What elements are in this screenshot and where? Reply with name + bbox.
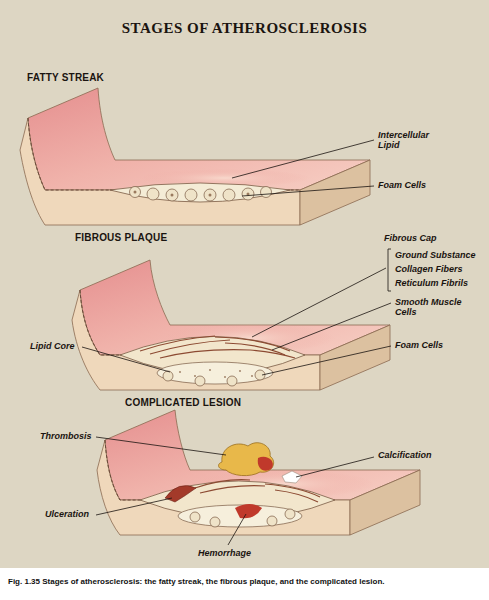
part-label: Calcification xyxy=(378,450,432,460)
stage-heading: COMPLICATED LESION xyxy=(125,397,241,409)
stage-heading: FATTY STREAK xyxy=(27,72,104,84)
part-label: Smooth Muscle Cells xyxy=(395,297,465,318)
part-label: Foam Cells xyxy=(378,180,426,190)
part-label: Collagen Fibers xyxy=(395,264,463,274)
fatty-streak-block xyxy=(20,88,370,225)
part-label: Thrombosis xyxy=(40,431,92,441)
part-label: Reticulum Fibrils xyxy=(395,278,468,288)
complicated-lesion-block xyxy=(97,410,420,535)
thrombus xyxy=(219,443,274,476)
part-label: Ground Substance xyxy=(395,250,476,260)
thrombus-blood xyxy=(258,457,273,471)
figure-caption: Fig. 1.35 Stages of atherosclerosis: the… xyxy=(8,577,483,586)
stage-heading: FIBROUS PLAQUE xyxy=(75,232,167,244)
ulceration xyxy=(165,486,196,502)
calcification xyxy=(282,471,302,483)
diagram-title: STAGES OF ATHEROSCLEROSIS xyxy=(0,20,489,37)
part-label: Foam Cells xyxy=(395,340,443,350)
part-label: Fibrous Cap xyxy=(384,233,437,243)
caption-strip xyxy=(0,568,489,600)
part-label: Ulceration xyxy=(45,509,89,519)
part-label: Hemorrhage xyxy=(198,548,251,558)
hemorrhage xyxy=(235,504,262,518)
part-label: Intercellular Lipid xyxy=(378,130,440,151)
fibrous-plaque-block xyxy=(72,260,390,390)
leader-lines xyxy=(82,140,391,545)
part-label: Lipid Core xyxy=(30,341,75,351)
